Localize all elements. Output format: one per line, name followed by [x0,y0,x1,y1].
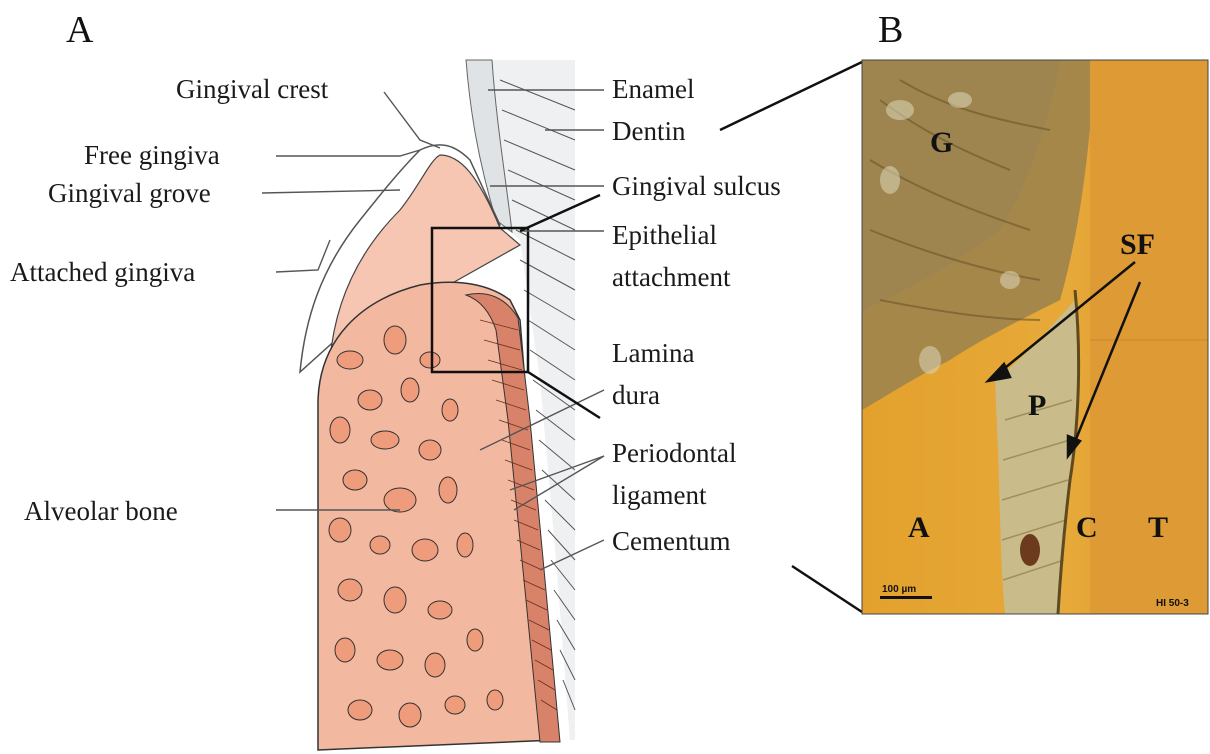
label-epithelial-attachment-line2: attachment [612,262,731,292]
label-gingival-crest: Gingival crest [176,74,329,104]
histology-label-p: P [1028,389,1046,422]
label-lamina-dura-line1: Lamina [612,338,694,368]
tooth-schematic [300,60,575,750]
label-cementum: Cementum [612,526,730,556]
label-dentin: Dentin [612,116,686,146]
histology-label-g: G [930,126,953,159]
histology-label-t: T [1148,511,1168,544]
specimen-code: HI 50-3 [1156,598,1189,609]
label-periodontal-ligament-line2: ligament [612,480,707,510]
histology-label-sf: SF [1120,228,1155,261]
label-lamina-dura-line2: dura [612,380,660,410]
label-free-gingiva: Free gingiva [84,140,220,170]
label-gingival-sulcus: Gingival sulcus [612,171,781,201]
label-enamel: Enamel [612,74,694,104]
label-gingival-grove: Gingival grove [48,178,211,208]
scale-bar-label: 100 µm [882,584,916,595]
histology-label-c: C [1076,511,1098,544]
panel-letter-b: B [878,9,903,51]
label-epithelial-attachment-line1: Epithelial [612,220,717,250]
label-periodontal-ligament-line1: Periodontal [612,438,736,468]
label-alveolar-bone: Alveolar bone [24,496,178,526]
panel-letter-a: A [66,9,94,51]
label-attached-gingiva: Attached gingiva [10,257,195,287]
histology-label-a: A [908,511,930,544]
